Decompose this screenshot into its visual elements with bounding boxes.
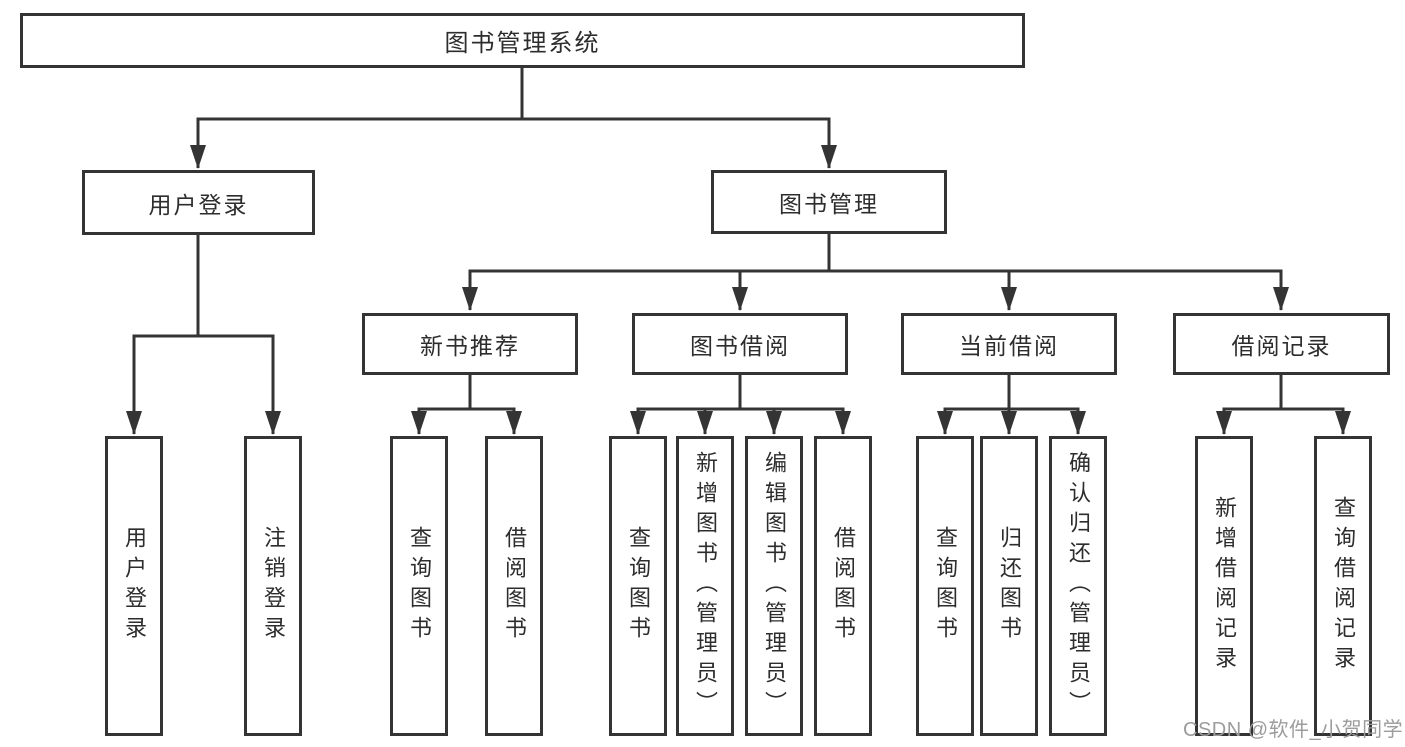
- leaf-logout: 注销登录: [244, 436, 302, 736]
- connector-new-book-recommend-children: [411, 375, 522, 435]
- connector-book-borrow-children: [630, 375, 851, 435]
- connector-borrow-records-children: [1216, 375, 1351, 435]
- leaf-confirm-return-admin: 确认归还（管理员）: [1049, 436, 1107, 736]
- leaf-query-borrow-record: 查询借阅记录: [1314, 436, 1372, 736]
- node-book-borrow: 图书借阅: [632, 313, 848, 375]
- leaf-user-login: 用户登录: [105, 436, 163, 736]
- leaf-borrow-books-recommend: 借阅图书: [485, 436, 543, 736]
- leaf-add-borrow-record: 新增借阅记录: [1195, 436, 1253, 736]
- leaf-query-books-recommend: 查询图书: [390, 436, 448, 736]
- connector-user-login-children: [126, 235, 281, 435]
- leaf-borrow-books: 借阅图书: [814, 436, 872, 736]
- node-current-borrow: 当前借阅: [901, 313, 1117, 375]
- leaf-return-books: 归还图书: [980, 436, 1038, 736]
- node-user-login: 用户登录: [82, 170, 315, 235]
- connector-book-management-children: [462, 233, 1289, 311]
- connector-current-borrow-children: [937, 375, 1086, 435]
- node-new-book-recommend: 新书推荐: [362, 313, 578, 375]
- node-borrow-records: 借阅记录: [1173, 313, 1390, 375]
- connector-root-to-level2: [190, 65, 837, 169]
- leaf-edit-book-admin: 编辑图书（管理员）: [745, 436, 803, 736]
- leaf-query-books-borrow: 查询图书: [609, 436, 667, 736]
- watermark: CSDN @软件_小贺同学: [1183, 719, 1404, 741]
- node-book-management: 图书管理: [711, 170, 947, 234]
- node-library-management-system: 图书管理系统: [20, 13, 1025, 68]
- leaf-add-book-admin: 新增图书（管理员）: [676, 436, 734, 736]
- leaf-query-books-current: 查询图书: [916, 436, 974, 736]
